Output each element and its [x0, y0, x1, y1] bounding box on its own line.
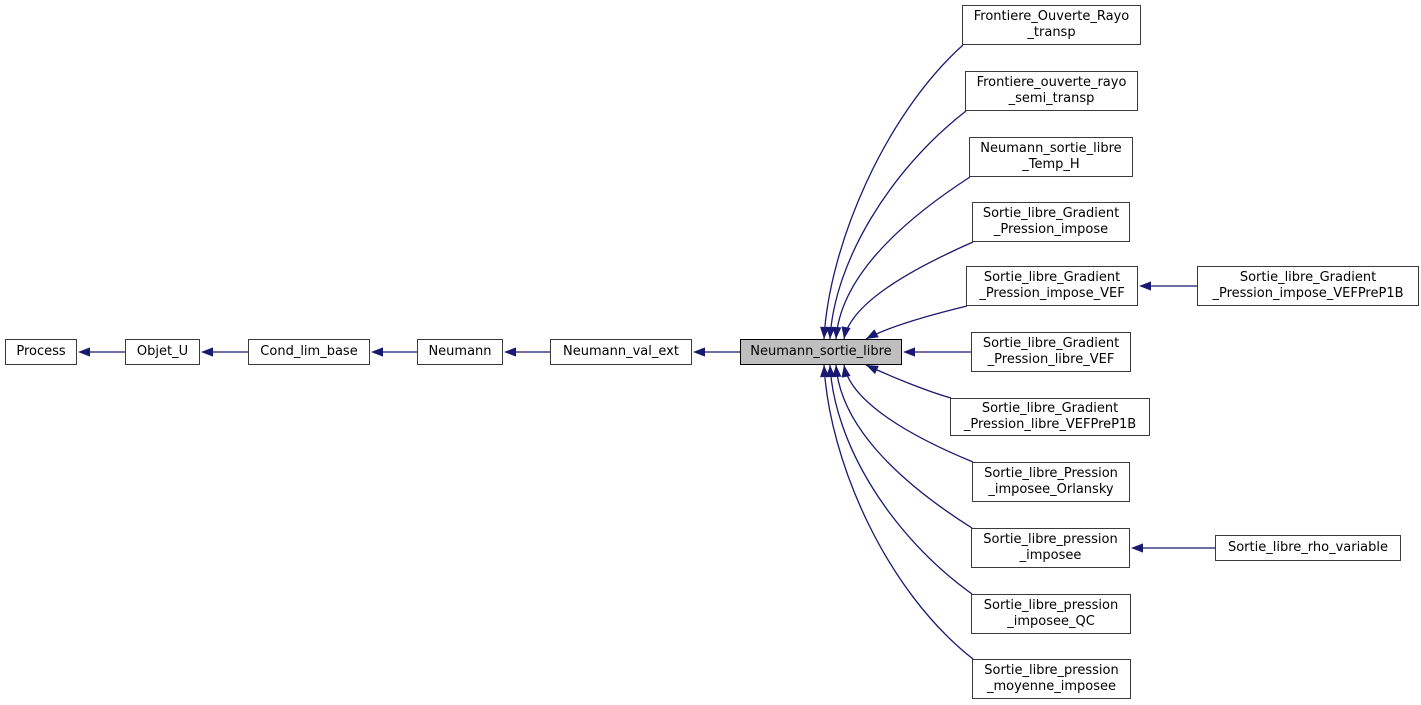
class-label: Neumann_sortie_libre	[750, 344, 892, 359]
arrowhead	[832, 365, 842, 378]
class-label: Sortie_libre_Pression	[984, 466, 1118, 481]
class-label: Sortie_libre_Gradient	[982, 336, 1120, 351]
arrowhead	[866, 329, 879, 339]
class-label: _imposee_Orlansky	[988, 482, 1114, 497]
class-node-neumann[interactable]: Neumann	[417, 339, 503, 365]
class-node-sortie-libre-pression-imposee[interactable]: Sortie_libre_pression_imposee	[971, 528, 1130, 568]
class-node-sortie-libre-rho-variable[interactable]: Sortie_libre_rho_variable	[1215, 535, 1401, 561]
class-label: Sortie_libre_Gradient	[982, 206, 1120, 221]
class-node-sortie-libre-pression-moyenne-imposee[interactable]: Sortie_libre_pression_moyenne_imposee	[972, 659, 1131, 699]
arrowhead	[826, 326, 836, 339]
inheritance-edge-sortie-libre-gradient-pression-impose	[843, 241, 974, 340]
class-node-sortie-libre-gradient-pression-impose[interactable]: Sortie_libre_Gradient_Pression_impose	[972, 202, 1130, 242]
class-label: Sortie_libre_pression	[983, 532, 1118, 547]
class-node-neumann-sortie-libre-temp-h[interactable]: Neumann_sortie_libre_Temp_H	[969, 137, 1133, 177]
class-node-sortie-libre-gradient-pression-impose-vef[interactable]: Sortie_libre_Gradient_Pression_impose_VE…	[966, 266, 1138, 306]
inheritance-edge-sortie-libre-pression-imposee	[835, 364, 973, 529]
class-label: Sortie_libre_pression	[984, 663, 1119, 678]
class-node-sortie-libre-pression-imposee-qc[interactable]: Sortie_libre_pression_imposee_QC	[971, 594, 1131, 634]
class-label: _imposee	[1019, 548, 1082, 563]
class-label: _Pression_libre_VEF	[987, 352, 1115, 367]
class-node-sortie-libre-gradient-pression-libre-vefprep1b[interactable]: Sortie_libre_Gradient_Pression_libre_VEF…	[950, 398, 1150, 436]
class-label: Sortie_libre_pression	[983, 598, 1119, 613]
class-node-frontiere-ouverte-rayo-transp[interactable]: Frontiere_Ouverte_Rayo_transp	[962, 5, 1141, 45]
class-label: _Pression_impose	[993, 222, 1109, 237]
inheritance-edge-frontiere-ouverte-rayo-transp	[823, 44, 964, 340]
class-label: Neumann_val_ext	[563, 344, 679, 359]
arrowhead	[78, 347, 90, 357]
inheritance-edge-sortie-libre-pression-imposee-orlansky	[843, 364, 974, 463]
class-label: _semi_transp	[1008, 91, 1095, 106]
class-label: _Temp_H	[1022, 157, 1080, 172]
arrowhead	[841, 365, 851, 378]
class-node-neumann-sortie-libre[interactable]: Neumann_sortie_libre	[740, 339, 902, 365]
class-label: Sortie_libre_rho_variable	[1227, 540, 1389, 555]
arrowhead	[201, 347, 213, 357]
class-label: Frontiere_ouverte_rayo	[976, 75, 1127, 90]
class-node-frontiere-ouverte-rayo-semi-transp[interactable]: Frontiere_ouverte_rayo_semi_transp	[965, 71, 1138, 111]
arrowhead	[866, 365, 879, 375]
inheritance-edge-sortie-libre-gradient-pression-impose-vef	[865, 305, 968, 340]
arrowhead	[371, 347, 383, 357]
arrowhead	[841, 326, 851, 339]
arrowhead	[826, 365, 836, 378]
class-label: _Pression_libre_VEFPreP1B	[963, 417, 1137, 432]
class-label: _imposee_QC	[1007, 614, 1095, 629]
arrowhead	[1131, 543, 1143, 553]
class-node-sortie-libre-pression-imposee-orlansky[interactable]: Sortie_libre_Pression_imposee_Orlansky	[972, 462, 1130, 502]
inheritance-edge-neumann-sortie-libre-temp-h	[835, 176, 971, 340]
class-label: _Pression_impose_VEF	[979, 286, 1125, 301]
inheritance-edge-sortie-libre-pression-imposee-qc	[829, 364, 973, 595]
arrowhead	[820, 326, 830, 339]
class-label: _transp	[1027, 25, 1076, 40]
class-label: Neumann	[428, 344, 492, 359]
class-label: Process	[16, 344, 66, 359]
arrowhead	[504, 347, 516, 357]
class-node-process[interactable]: Process	[5, 339, 77, 365]
arrowhead	[1139, 281, 1151, 291]
class-label: Cond_lim_base	[260, 344, 358, 359]
class-label: Sortie_libre_Gradient	[981, 401, 1119, 416]
class-label: _Pression_impose_VEFPreP1B	[1212, 286, 1404, 301]
class-node-objet-u[interactable]: Objet_U	[125, 339, 200, 365]
class-label: Sortie_libre_Gradient	[983, 270, 1121, 285]
arrowhead	[820, 365, 830, 378]
inheritance-edge-sortie-libre-pression-moyenne-imposee	[823, 364, 974, 660]
inheritance-edge-sortie-libre-gradient-pression-libre-vefprep1b	[865, 364, 952, 399]
arrowhead	[693, 347, 705, 357]
arrowhead	[903, 347, 915, 357]
class-node-sortie-libre-gradient-pression-libre-vef[interactable]: Sortie_libre_Gradient_Pression_libre_VEF	[971, 332, 1131, 372]
class-node-neumann-val-ext[interactable]: Neumann_val_ext	[550, 339, 692, 365]
class-node-cond-lim-base[interactable]: Cond_lim_base	[248, 339, 370, 365]
class-node-sortie-libre-gradient-pression-impose-vefprep1b[interactable]: Sortie_libre_Gradient_Pression_impose_VE…	[1197, 266, 1419, 306]
inheritance-edge-frontiere-ouverte-rayo-semi-transp	[829, 110, 967, 340]
class-label: Sortie_libre_Gradient	[1239, 270, 1377, 285]
class-label: Neumann_sortie_libre	[980, 141, 1122, 156]
class-label: Objet_U	[136, 344, 189, 359]
class-label: _moyenne_imposee	[986, 679, 1117, 694]
class-label: Frontiere_Ouverte_Rayo	[973, 9, 1130, 24]
arrowhead	[832, 326, 842, 339]
